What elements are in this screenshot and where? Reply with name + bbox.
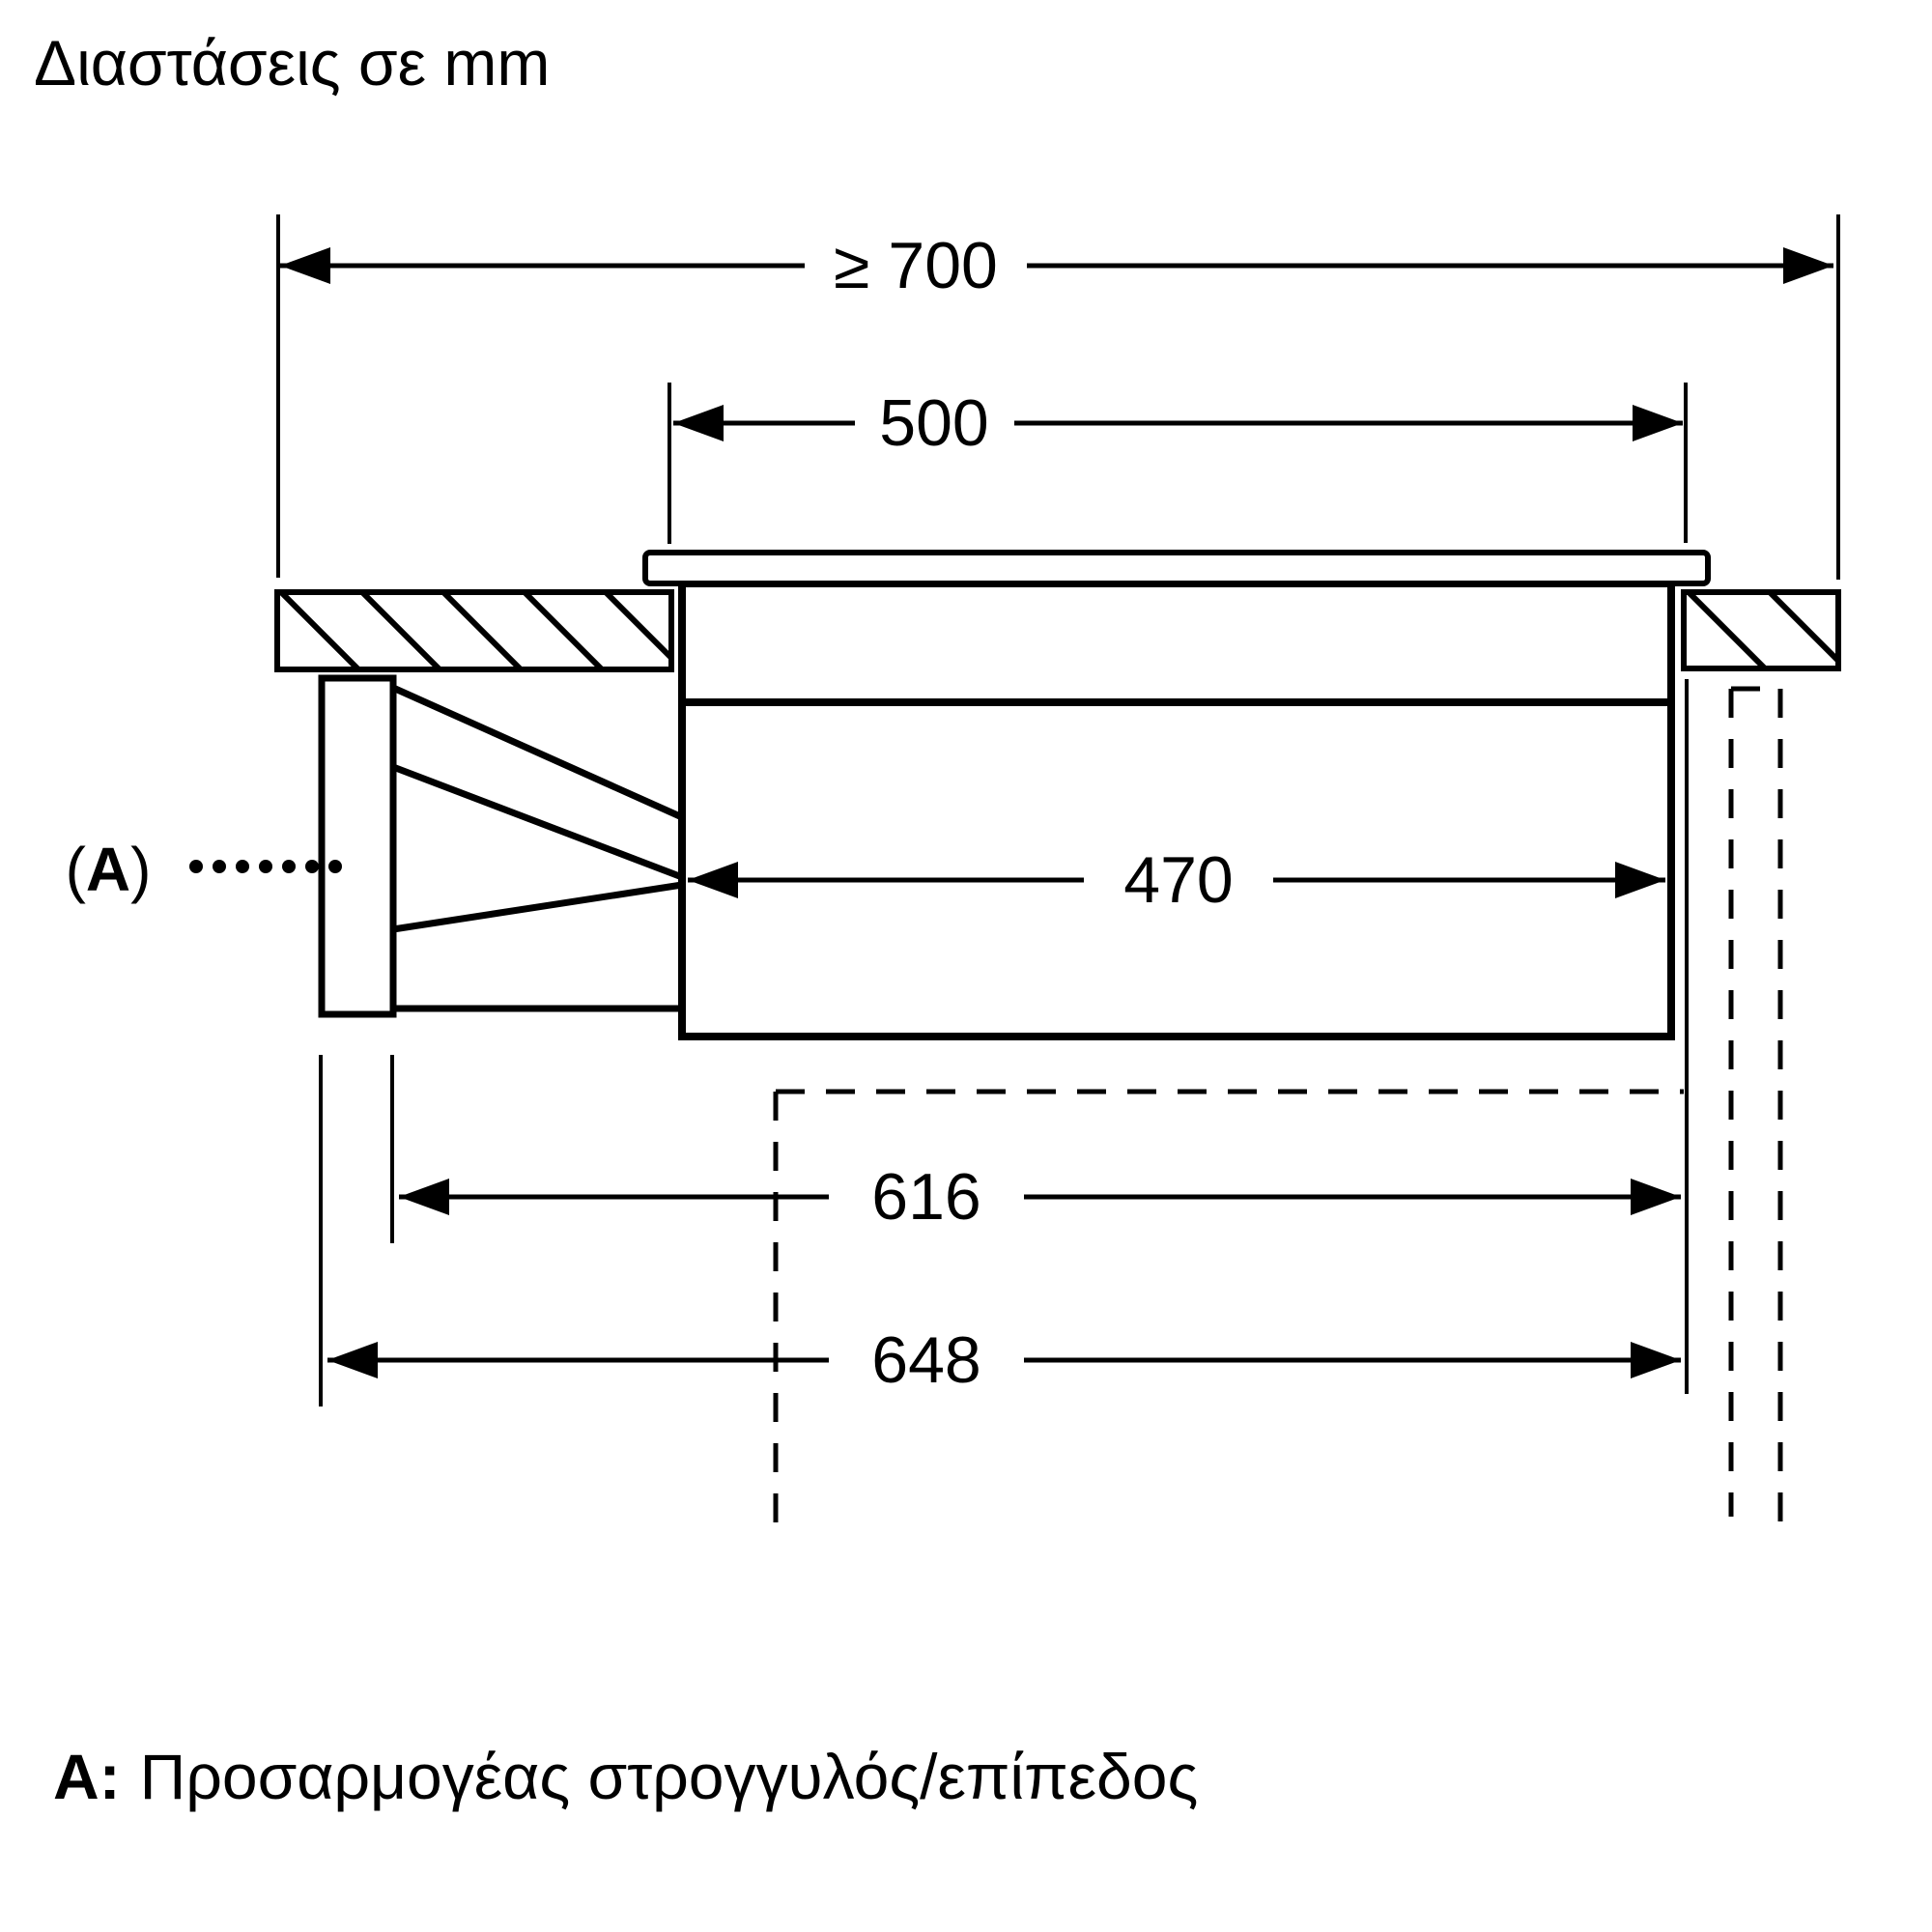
leader-dot	[189, 860, 203, 873]
hatch-line	[1686, 589, 1768, 671]
legend-caption: A: Προσαρμογέας στρογγυλός/επίπεδος	[53, 1741, 1198, 1812]
dimension-label-500: 500	[879, 386, 988, 460]
page-title: Διαστάσεις σε mm	[34, 27, 550, 99]
arrowhead-right	[1631, 1179, 1681, 1215]
adapter-flange	[318, 674, 397, 1018]
leader-dot	[305, 860, 319, 873]
worktop-left-section	[274, 589, 674, 672]
adapter-marker-label: (A)	[66, 835, 152, 904]
hatch-line	[359, 589, 442, 672]
hob-glass-panel	[642, 550, 1711, 586]
appliance-body	[642, 550, 1711, 1040]
leader-dot	[259, 860, 272, 873]
worktop-right-section	[1681, 589, 1841, 671]
leader-dot	[328, 860, 342, 873]
dimension-duct-outer: 648	[319, 1055, 1681, 1406]
leader-dot	[213, 860, 226, 873]
arrowhead-left	[673, 405, 724, 441]
adapter-leader-dots	[189, 860, 342, 873]
flat-duct-assembly	[318, 674, 684, 1018]
arrowhead-right	[1783, 247, 1833, 284]
hatch-line	[603, 589, 674, 661]
marker-paren-open: (	[66, 835, 86, 904]
dimension-label-700: ≥ 700	[834, 229, 998, 302]
dimension-duct-inner: 616	[390, 679, 1689, 1394]
legend-caption-prefix: A:	[53, 1741, 121, 1812]
dimension-appliance-width: 470	[688, 843, 1665, 917]
duct-top-outer-line	[391, 684, 684, 821]
hatch-line	[278, 589, 361, 672]
adapter-marker: (A)	[66, 835, 342, 904]
worktop-left-hatching	[278, 589, 674, 672]
arrowhead-right	[1631, 1342, 1681, 1378]
worktop-right-hatching	[1686, 589, 1841, 671]
arrowhead-left	[327, 1342, 378, 1378]
dimension-overall-width: ≥ 700	[276, 214, 1840, 580]
hatch-line	[440, 589, 524, 672]
hatch-line	[522, 589, 605, 672]
worktop-right	[1681, 589, 1841, 671]
dimension-label-470: 470	[1123, 843, 1233, 917]
dimension-label-648: 648	[871, 1323, 980, 1397]
worktop-left	[274, 589, 674, 672]
leader-dot	[236, 860, 249, 873]
dimension-label-616: 616	[871, 1160, 980, 1234]
arrowhead-right	[1615, 862, 1665, 898]
appliance-housing	[678, 580, 1675, 1040]
arrowhead-right	[1633, 405, 1683, 441]
arrowhead-left	[399, 1179, 449, 1215]
dimension-cutout-width: 500	[668, 383, 1688, 544]
marker-paren-close: )	[130, 835, 151, 904]
arrowhead-left	[280, 247, 330, 284]
marker-letter: A	[86, 835, 130, 904]
hatch-line	[1767, 589, 1841, 664]
cabinet-dashed-outline	[773, 686, 1783, 1539]
arrowhead-left	[688, 862, 738, 898]
leader-dot	[282, 860, 296, 873]
duct-top-inner-line	[391, 763, 684, 881]
duct-bottom-inner-line	[392, 881, 683, 933]
legend-caption-text: Προσαρμογέας στρογγυλός/επίπεδος	[140, 1741, 1199, 1812]
